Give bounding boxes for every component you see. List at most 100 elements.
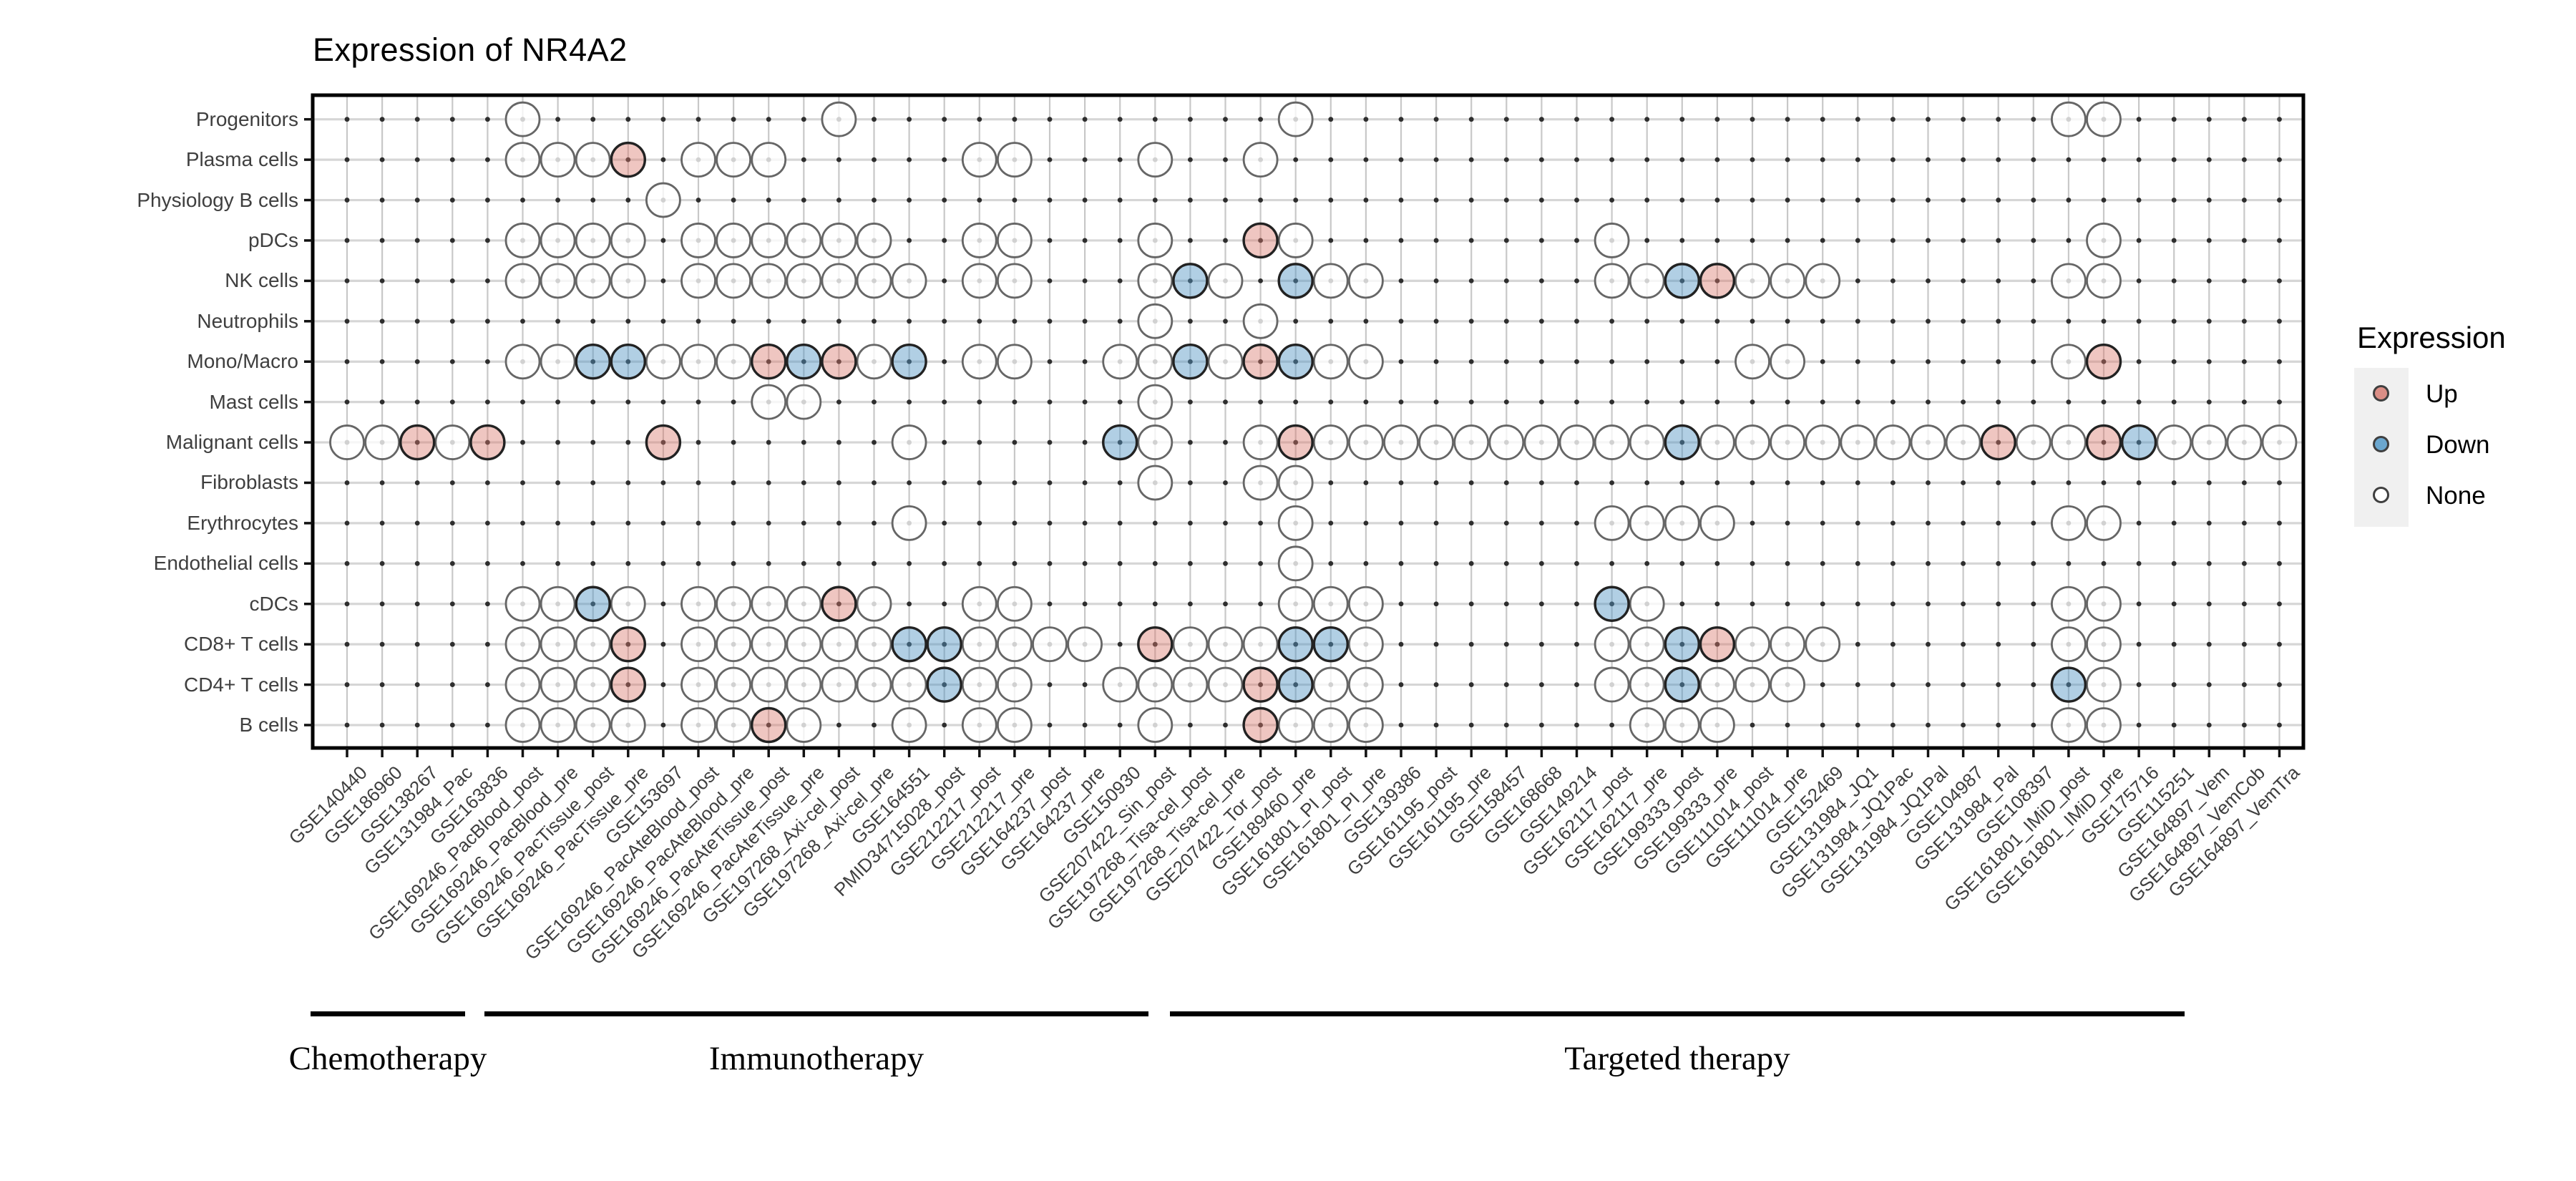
expression-dot <box>1137 384 1174 420</box>
legend-label: None <box>2426 482 2486 510</box>
therapy-group-label: Immunotherapy <box>708 1040 924 1077</box>
expression-dot <box>1629 707 1665 743</box>
expression-dot <box>1770 263 1806 299</box>
expression-dot <box>2086 223 2122 258</box>
expression-dot <box>1629 666 1665 703</box>
expression-dot <box>504 263 541 299</box>
expression-dot <box>1242 465 1279 501</box>
expression-dot <box>1277 101 1314 137</box>
expression-dot <box>961 707 997 743</box>
expression-dot <box>575 263 611 299</box>
expression-dot <box>2015 424 2051 460</box>
expression-dot <box>1348 263 1384 299</box>
expression-dot <box>1594 626 1630 663</box>
legend-title: Expression <box>2357 321 2506 354</box>
therapy-group-label: Chemotherapy <box>288 1040 487 1077</box>
expression-dot <box>1348 424 1384 460</box>
expression-dot <box>399 424 436 461</box>
expression-dot <box>2050 666 2087 703</box>
expression-dot <box>504 707 541 743</box>
expression-dot <box>1594 263 1630 299</box>
expression-dot <box>891 626 927 663</box>
expression-dot <box>2085 424 2122 461</box>
expression-dot <box>2050 344 2087 380</box>
legend-up-swatch-icon <box>2373 385 2389 402</box>
expression-dot <box>1348 707 1384 743</box>
expression-dot <box>716 344 751 380</box>
expression-dot <box>1875 424 1911 460</box>
expression-dot <box>504 626 541 663</box>
expression-dot <box>1277 465 1314 501</box>
expression-dot <box>1242 666 1279 703</box>
expression-dot <box>1805 263 1841 299</box>
expression-dot <box>751 384 787 420</box>
expression-dot <box>786 707 822 743</box>
expression-dot <box>1242 222 1279 259</box>
legend-none-swatch-icon <box>2373 487 2389 503</box>
expression-dot <box>1805 626 1841 663</box>
expression-dot <box>961 626 997 663</box>
row-label: Plasma cells <box>185 148 298 171</box>
expression-dot <box>680 707 716 743</box>
expression-dot <box>1137 263 1174 299</box>
expression-dot <box>1770 424 1806 460</box>
expression-dot <box>1770 666 1806 703</box>
expression-dot <box>1277 344 1314 380</box>
expression-dot <box>1348 585 1384 622</box>
legend-down-swatch-icon <box>2373 436 2389 452</box>
expression-dot <box>786 344 822 380</box>
expression-dot <box>1312 707 1349 743</box>
expression-dot <box>1664 626 1701 663</box>
expression-dot <box>680 666 716 703</box>
expression-dot <box>2086 707 2122 743</box>
expression-dot <box>750 706 787 744</box>
expression-dot <box>1523 424 1560 460</box>
expression-dot <box>1735 626 1770 663</box>
expression-dot <box>997 626 1033 663</box>
expression-dot <box>1277 505 1314 541</box>
expression-dot <box>1629 263 1665 299</box>
expression-dot <box>610 263 646 299</box>
expression-dot <box>469 424 506 461</box>
expression-dot <box>1629 505 1665 541</box>
expression-dot <box>1699 263 1736 299</box>
expression-dot <box>1207 344 1244 380</box>
expression-dot <box>610 707 646 743</box>
expression-dot <box>540 585 576 622</box>
expression-dot <box>1172 626 1209 663</box>
expression-dot <box>2086 585 2122 622</box>
expression-dot <box>1664 666 1701 703</box>
expression-dot <box>716 666 751 703</box>
expression-dot <box>961 585 997 622</box>
expression-dot <box>504 344 541 380</box>
expression-dot <box>504 142 541 178</box>
expression-dot <box>2050 505 2087 541</box>
row-label: Fibroblasts <box>200 471 298 494</box>
expression-dot <box>961 223 997 258</box>
expression-dot <box>1735 344 1770 380</box>
expression-dot <box>821 223 857 258</box>
expression-dot <box>2120 424 2157 461</box>
row-label: CD4+ T cells <box>183 673 298 696</box>
chart-title: Expression of NR4A2 <box>313 31 628 68</box>
expression-dot <box>1735 666 1770 703</box>
expression-dot <box>1137 465 1174 501</box>
expression-dot <box>1453 424 1490 460</box>
expression-dot <box>1312 585 1349 622</box>
expression-dot <box>434 424 471 460</box>
expression-dot <box>680 263 716 299</box>
expression-dot <box>2086 505 2122 541</box>
expression-dot <box>821 666 857 703</box>
expression-dot <box>1277 263 1314 299</box>
expression-dot <box>1242 303 1279 339</box>
expression-dot <box>1805 424 1841 460</box>
expression-dot <box>891 707 927 743</box>
expression-dot <box>751 142 787 178</box>
row-label: Progenitors <box>195 107 298 130</box>
expression-dot <box>1945 424 1981 460</box>
expression-dot <box>1770 344 1806 380</box>
expression-dot <box>645 424 682 461</box>
expression-dot <box>1242 626 1279 663</box>
expression-dot <box>680 223 716 258</box>
